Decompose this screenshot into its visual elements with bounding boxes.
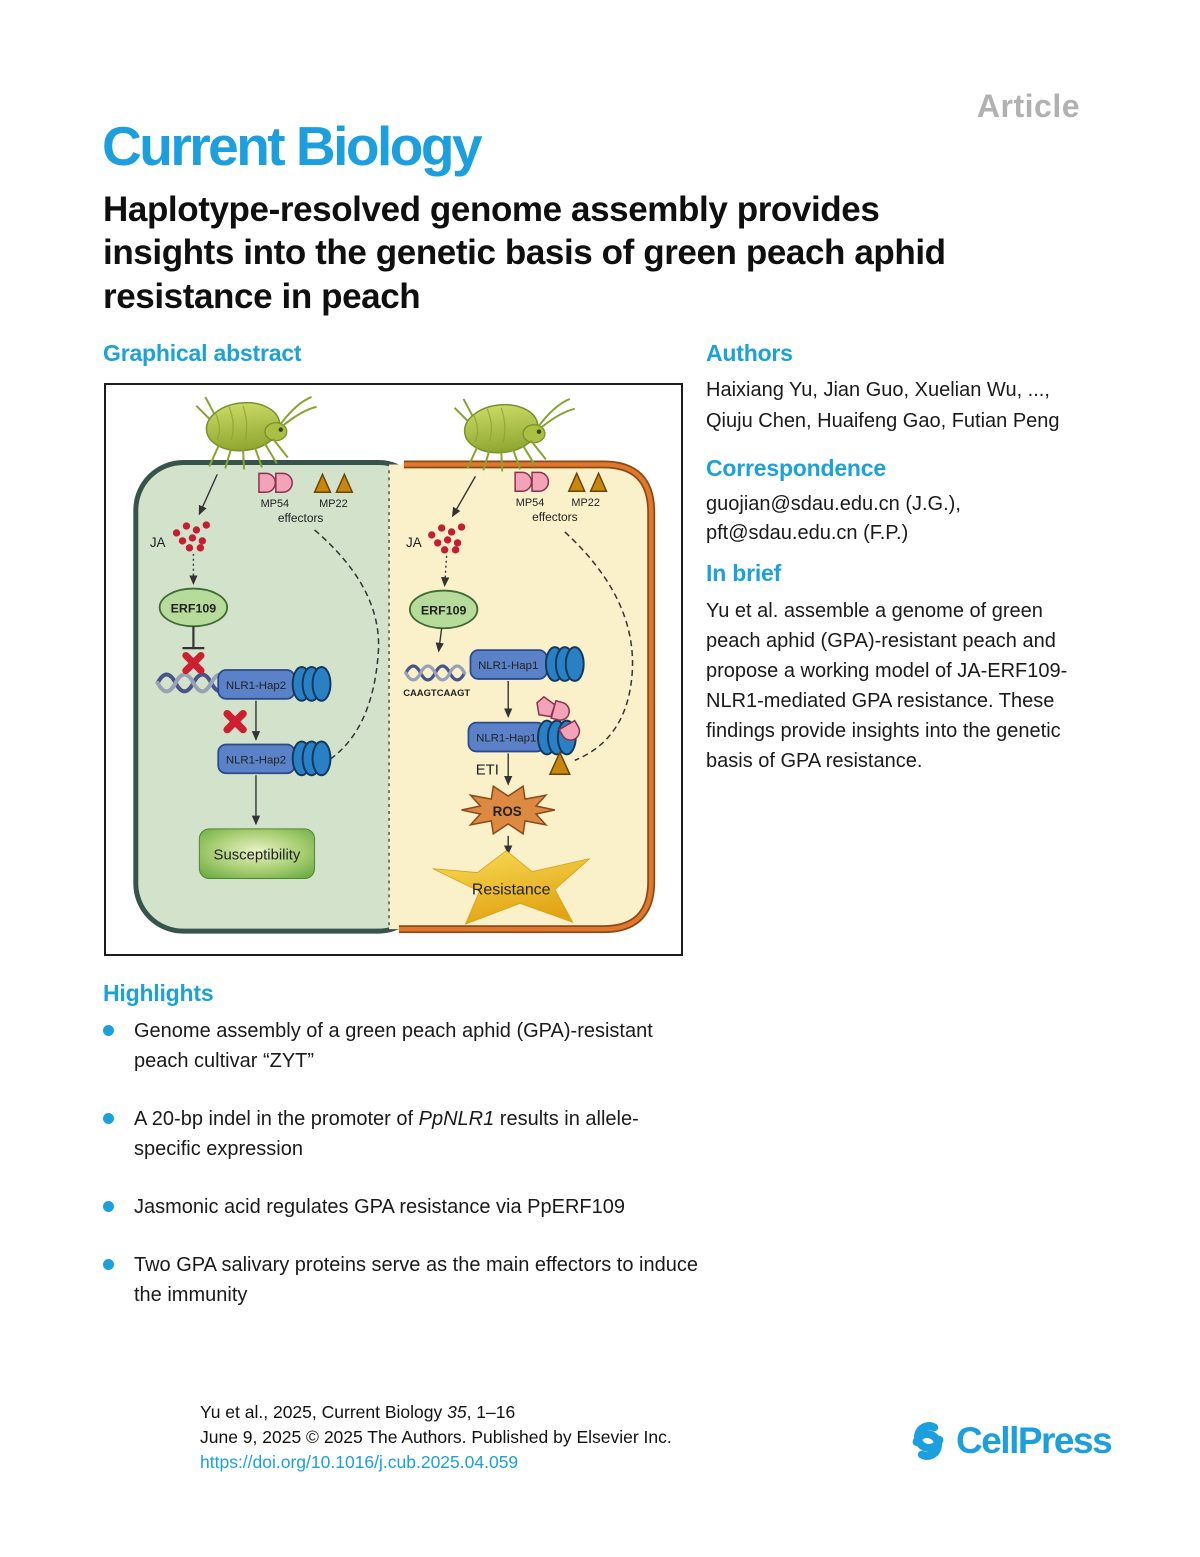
ros-burst xyxy=(461,784,556,836)
in-brief-heading: In brief xyxy=(706,560,782,586)
mp54-label-left: MP54 xyxy=(261,498,289,510)
correspondence-emails: guojian@sdau.edu.cn (J.G.), pft@sdau.edu… xyxy=(706,490,1096,548)
article-title: Haplotype-resolved genome assembly provi… xyxy=(103,188,1113,318)
authors-list: Haixiang Yu, Jian Guo, Xuelian Wu, ..., … xyxy=(706,375,1096,437)
ja-signal-arrow-right xyxy=(441,555,450,587)
nlr1-hap1-label-bottom: NLR1-Hap1 xyxy=(476,732,536,744)
highlight-item-2: A 20-bp indel in the promoter of PpNLR1 … xyxy=(103,1104,703,1164)
ja-label-left: JA xyxy=(150,535,166,550)
promoter-sequence-label: CAAGTCAAGT xyxy=(403,687,470,698)
cellpress-logo: CellPress xyxy=(905,1418,1113,1464)
highlight-text: results in allele-specific expression xyxy=(134,1108,639,1160)
highlight-text: Two GPA salivary proteins serve as the m… xyxy=(134,1254,698,1306)
citation-volume: 35 xyxy=(447,1402,467,1422)
resistant-cell xyxy=(389,464,652,930)
resistance-label: Resistance xyxy=(472,881,551,898)
correspondence-email-2: pft@sdau.edu.cn (F.P.) xyxy=(706,522,909,544)
cellpress-icon xyxy=(912,1422,944,1460)
erf109-node-right xyxy=(408,589,479,630)
mp22-label-right: MP22 xyxy=(571,497,600,509)
article-type-label: Article xyxy=(976,88,1080,124)
highlight-item-4: Two GPA salivary proteins serve as the m… xyxy=(103,1250,703,1310)
resistant-cell-border xyxy=(398,462,654,932)
mp22-bound-effector xyxy=(548,750,571,776)
authors-line-1: Haixiang Yu, Jian Guo, Xuelian Wu, ..., xyxy=(706,379,1050,401)
nlr1-hap1-label-top: NLR1-Hap1 xyxy=(478,660,538,672)
susceptibility-label: Susceptibility xyxy=(214,848,301,864)
highlight-text: Genome assembly of a green peach aphid (… xyxy=(134,1020,653,1072)
authors-heading: Authors xyxy=(706,340,793,366)
eti-label: ETI xyxy=(476,762,499,778)
graphical-abstract-svg: JA ERF109 NLR1-Hap2 NLR1-Hap2 Susceptibi… xyxy=(133,395,656,934)
inhibition-bar xyxy=(182,626,205,650)
publication-line: June 9, 2025 © 2025 The Authors. Publish… xyxy=(200,1426,672,1447)
bullet-icon xyxy=(103,1113,114,1124)
cellpress-wordmark: CellPress xyxy=(956,1420,1113,1461)
graphical-abstract-heading: Graphical abstract xyxy=(103,340,302,366)
membrane-coils-left-top xyxy=(291,666,332,702)
aphid-icon-left xyxy=(195,395,318,471)
bullet-icon xyxy=(103,1201,114,1212)
doi-link[interactable]: https://doi.org/10.1016/j.cub.2025.04.05… xyxy=(200,1451,519,1472)
mp54-label-right: MP54 xyxy=(516,497,545,509)
effectors-label-right: effectors xyxy=(532,510,577,524)
activation-arrow-right xyxy=(435,628,444,653)
erf109-label-left: ERF109 xyxy=(171,601,217,615)
erf109-label-right: ERF109 xyxy=(421,603,467,617)
ros-label: ROS xyxy=(493,804,522,819)
effectors-label-left: effectors xyxy=(278,511,323,525)
in-brief-text: Yu et al. assemble a genome of green pea… xyxy=(706,600,1068,772)
title-line-3: resistance in peach xyxy=(103,276,421,316)
mp54-effector-icons-left xyxy=(258,472,293,493)
membrane-coils-right-top xyxy=(544,646,585,682)
bullet-icon xyxy=(103,1025,114,1036)
citation-line: Yu et al., 2025, Current Biology 35, 1–1… xyxy=(200,1400,672,1425)
resistance-star xyxy=(432,850,590,925)
correspondence-heading: Correspondence xyxy=(706,455,886,481)
effector-route-left xyxy=(314,529,380,761)
membrane-coils-left-bottom xyxy=(291,740,332,777)
citation-pre: Yu et al., 2025, Current Biology xyxy=(200,1402,448,1422)
highlight-text: Jasmonic acid regulates GPA resistance v… xyxy=(134,1196,625,1218)
highlights-heading: Highlights xyxy=(103,980,214,1006)
nlr1-hap2-label-bottom: NLR1-Hap2 xyxy=(226,754,286,766)
highlight-item-1: Genome assembly of a green peach aphid (… xyxy=(103,1016,703,1076)
title-line-1: Haplotype-resolved genome assembly provi… xyxy=(103,190,880,229)
journal-logo: Current Biology xyxy=(102,115,483,177)
ja-label-right: JA xyxy=(406,535,422,550)
erf109-node-left xyxy=(158,587,229,628)
highlight-italic: PpNLR1 xyxy=(418,1108,495,1130)
effector-route-right xyxy=(564,531,634,762)
highlight-item-3: Jasmonic acid regulates GPA resistance v… xyxy=(103,1192,703,1222)
citation-pages: , 1–16 xyxy=(466,1402,516,1422)
aphid-feeding-arrow-left xyxy=(198,474,218,516)
graphical-abstract-figure: JA ERF109 NLR1-Hap2 NLR1-Hap2 Susceptibi… xyxy=(104,383,683,956)
highlight-text: A 20-bp indel in the promoter of xyxy=(134,1108,419,1130)
aphid-feeding-arrow-right xyxy=(451,476,477,518)
mp22-label-left: MP22 xyxy=(319,498,348,510)
bullet-icon xyxy=(103,1259,114,1270)
correspondence-email-1: guojian@sdau.edu.cn (J.G.), xyxy=(706,493,961,515)
susceptibility-box xyxy=(198,828,316,880)
title-line-2: insights into the genetic basis of green… xyxy=(103,233,946,273)
footer-citation-block: Yu et al., 2025, Current Biology 35, 1–1… xyxy=(200,1400,672,1475)
nlr1-hap2-label-top: NLR1-Hap2 xyxy=(226,680,286,692)
highlights-list: Genome assembly of a green peach aphid (… xyxy=(103,1016,703,1338)
authors-line-2: Qiuju Chen, Huaifeng Gao, Futian Peng xyxy=(706,410,1060,432)
mp54-bound-effectors xyxy=(536,695,584,745)
mp54-effector-icons-right xyxy=(514,471,550,492)
